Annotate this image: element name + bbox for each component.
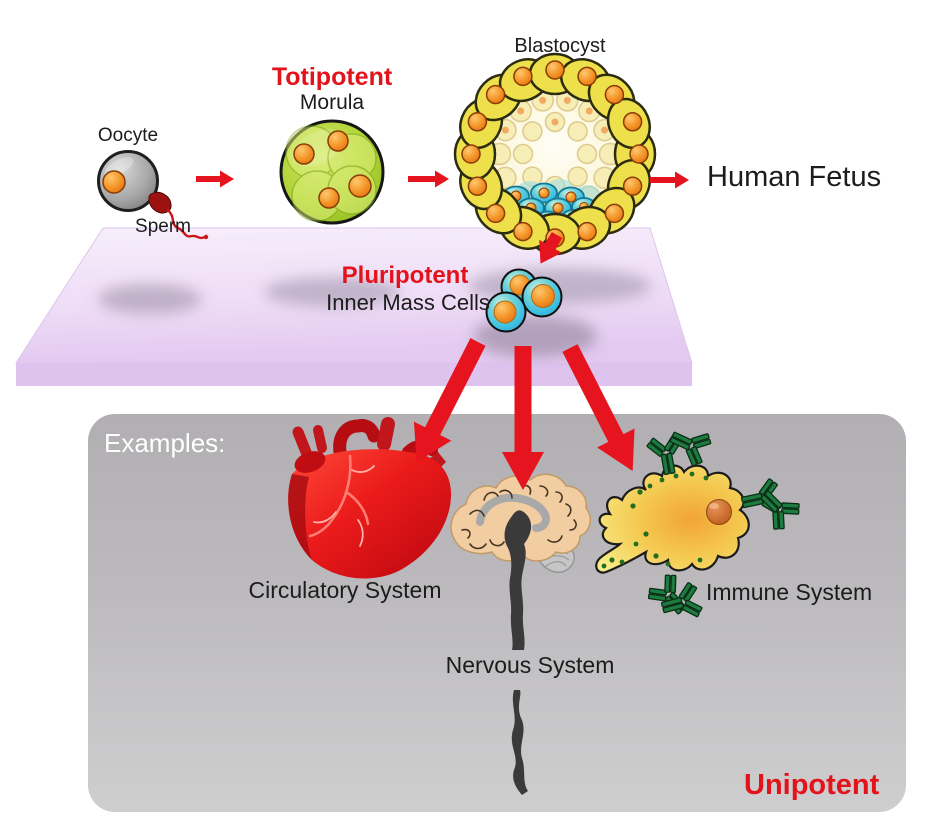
inner-mass-cells-label: Inner Mass Cells: [326, 290, 490, 315]
arrow-right-icon: [408, 170, 449, 188]
brain-icon: [450, 473, 592, 795]
sperm-label: Sperm: [135, 216, 191, 237]
unipotent-label: Unipotent: [744, 769, 880, 801]
differentiation-arrows: [413, 338, 635, 490]
circulatory-system-label: Circulatory System: [248, 577, 442, 603]
morula-icon: [279, 119, 385, 225]
inner-mass-cells-icon: [485, 268, 563, 333]
flow-arrows: [196, 170, 689, 264]
examples-heading: Examples:: [104, 428, 226, 458]
morula-label: Morula: [299, 91, 365, 114]
sperm-icon: [148, 191, 209, 240]
immune-system-label: Immune System: [706, 579, 873, 605]
immune-cell-granules: [601, 471, 709, 569]
arrow-down-icon: [502, 346, 544, 490]
arrow-down-icon: [413, 338, 486, 463]
human-fetus-label: Human Fetus: [707, 161, 882, 193]
arrow-down-icon: [562, 344, 635, 471]
blastocyst-icon: [453, 52, 657, 256]
immune-cell-icon: [595, 464, 750, 574]
pluripotent-label: Pluripotent: [341, 262, 469, 289]
nervous-system-label: Nervous System: [445, 652, 615, 678]
examples-panel: [88, 414, 906, 812]
arrow-right-icon: [196, 170, 234, 188]
oocyte-label: Oocyte: [97, 125, 159, 146]
arrow-down-icon: [539, 232, 563, 264]
totipotent-label: Totipotent: [271, 63, 393, 91]
arrow-right-icon: [650, 171, 689, 189]
blastocyst-label: Blastocyst: [514, 35, 606, 57]
oocyte-icon: [97, 150, 159, 212]
